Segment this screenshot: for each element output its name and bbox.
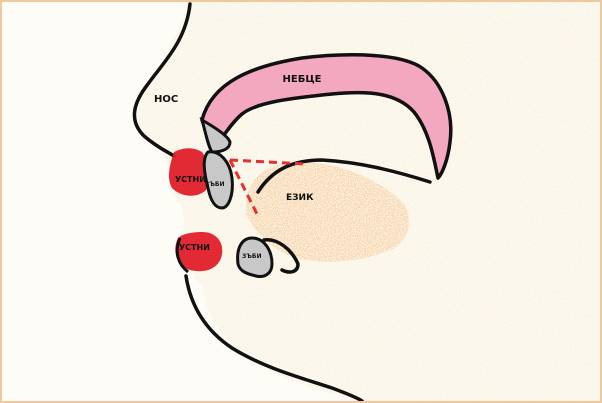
upper-lip-shape [168,148,210,196]
tongue-outline [256,158,432,194]
tongue-label: ЕЗИК [286,193,314,203]
tongue-shape [246,162,409,262]
lower-lip-outline [175,237,189,274]
airflow-path [228,158,307,217]
lower-lip-label: УСТНИ [179,243,210,252]
face-outline [132,2,192,158]
upper-teeth-shape [199,116,232,154]
chin-outline [184,274,364,401]
palate-label: НЕБЦЕ [283,74,322,85]
lower-lip-shape [175,232,223,272]
palate-shape [200,53,453,180]
lower-teeth-label: ЗЪБИ [242,253,262,260]
lower-teeth-shape [236,236,274,278]
upper-teeth-label: ЗЪБИ [205,181,225,188]
upper-lip-label: УСТНИ [175,175,206,184]
nose-label: НОС [154,94,178,105]
front-upper-teeth [202,150,234,210]
jaw-outline [262,238,300,274]
